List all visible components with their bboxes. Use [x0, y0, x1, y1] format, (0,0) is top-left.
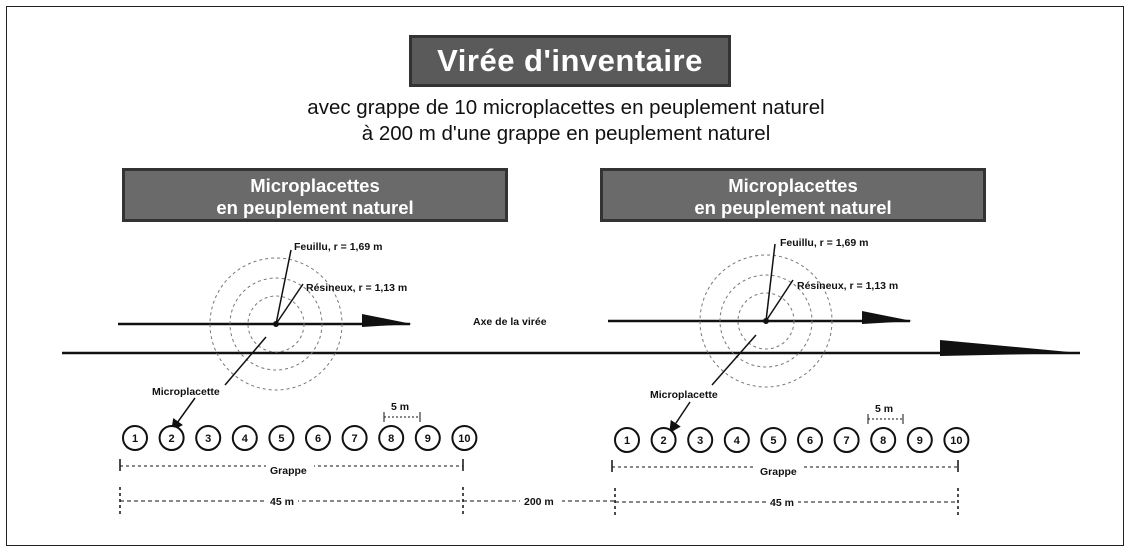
left-distance-label: 45 m — [270, 496, 294, 508]
left-microplacette-pointer-lower — [171, 397, 196, 432]
left-plot-number: 8 — [388, 433, 394, 445]
right-plot-number: 10 — [950, 435, 962, 447]
left-plot-circle — [195, 425, 222, 451]
left-panel-title-line-2: en peuplement naturel — [216, 197, 414, 218]
right-plot-circle — [943, 427, 970, 453]
right-panel-title-line-1: Microplacettes — [728, 175, 858, 196]
left-panel-title: Microplacettes en peuplement naturel — [122, 168, 508, 222]
diagram-frame — [6, 6, 1124, 546]
right-resineux-radius — [765, 279, 794, 322]
right-plot-circle — [614, 427, 640, 453]
left-microplacette-pointer-upper — [224, 336, 267, 386]
right-plot-circle — [870, 427, 897, 453]
right-spacing-label: 5 m — [875, 403, 893, 415]
right-plot-number: 5 — [770, 435, 776, 447]
right-plot-circle-inner — [737, 292, 795, 350]
right-plot-circle — [797, 427, 823, 453]
right-resineux-label: Résineux, r = 1,13 m — [797, 280, 898, 292]
left-plot-number: 7 — [352, 433, 358, 445]
right-secondary-arrowhead — [862, 311, 912, 324]
left-plot-row: 1 2 3 4 5 6 7 8 9 10 — [122, 425, 478, 451]
left-grappe-label: Grappe — [270, 465, 307, 477]
right-feuillu-label: Feuillu, r = 1,69 m — [780, 237, 868, 249]
main-axis-arrowhead — [940, 340, 1080, 356]
left-plot-number: 3 — [205, 433, 211, 445]
right-microplacette-label: Microplacette — [650, 389, 718, 401]
right-plot-circle — [650, 427, 677, 453]
left-plot-circle — [231, 425, 258, 451]
left-plot-circle — [158, 425, 185, 451]
left-microplacette-label: Microplacette — [152, 386, 220, 398]
right-feuillu-radius — [765, 243, 776, 322]
right-plot-number: 6 — [807, 435, 813, 447]
right-plot-number: 4 — [734, 435, 741, 447]
left-plot-circle — [341, 425, 368, 451]
gap-distance-label-bg — [520, 494, 562, 507]
left-plot-number: 10 — [458, 433, 470, 445]
right-plot-circle-outer — [699, 254, 833, 388]
right-microplacette-pointer-upper — [711, 334, 757, 386]
right-grappe-label-bg — [756, 463, 804, 475]
right-plot-circle — [833, 427, 860, 453]
left-plot-number: 6 — [315, 433, 321, 445]
right-panel-title: Microplacettes en peuplement naturel — [600, 168, 986, 222]
left-plot-circle-outer — [209, 257, 343, 391]
left-plot-number: 2 — [169, 433, 175, 445]
left-plot-circle-middle — [229, 277, 323, 371]
right-plot-number: 3 — [697, 435, 703, 447]
right-panel-title-line-2: en peuplement naturel — [694, 197, 892, 218]
left-plot-number: 9 — [425, 433, 431, 445]
left-resineux-radius — [275, 283, 304, 325]
left-plot-circle-inner — [247, 295, 305, 353]
left-grappe-label-bg — [266, 462, 314, 474]
left-panel: Feuillu, r = 1,69 m Résineux, r = 1,13 m… — [118, 241, 478, 514]
left-plot-circle — [451, 425, 478, 451]
gap-distance-label: 200 m — [524, 496, 554, 508]
right-plot-row: 1 2 3 4 5 6 7 8 9 10 — [614, 427, 970, 453]
axis-label: Axe de la virée — [473, 316, 547, 328]
subtitle-line-2: à 200 m d'une grappe en peuplement natur… — [361, 122, 771, 145]
left-feuillu-radius — [275, 249, 292, 325]
right-panel: Feuillu, r = 1,69 m Résineux, r = 1,13 m… — [608, 237, 970, 515]
left-plot-circle — [414, 425, 441, 451]
right-plot-number: 2 — [661, 435, 667, 447]
left-plot-number: 5 — [278, 433, 284, 445]
left-panel-title-line-1: Microplacettes — [250, 175, 380, 196]
left-resineux-label: Résineux, r = 1,13 m — [306, 282, 407, 294]
diagram-title: Virée d'inventaire — [409, 35, 731, 87]
left-plot-number: 1 — [132, 433, 138, 445]
right-microplacette-pointer-lower — [669, 401, 691, 434]
right-plot-circle — [687, 427, 714, 453]
left-plot-number: 4 — [242, 433, 249, 445]
left-plot-circle — [268, 425, 295, 451]
subtitle-line-1: avec grappe de 10 microplacettes en peup… — [307, 96, 825, 119]
right-plot-number: 9 — [917, 435, 923, 447]
right-plot-circle — [723, 427, 750, 453]
right-plot-circle-middle — [719, 274, 813, 368]
right-plot-circle — [760, 427, 787, 453]
right-plot-number: 8 — [880, 435, 886, 447]
left-secondary-arrowhead — [362, 314, 412, 327]
left-spacing-label: 5 m — [391, 401, 409, 413]
left-plot-circle — [305, 425, 331, 451]
right-distance-label: 45 m — [770, 497, 794, 509]
right-grappe-label: Grappe — [760, 466, 797, 478]
right-plot-number: 7 — [844, 435, 850, 447]
right-plot-number: 1 — [624, 435, 630, 447]
right-distance-label-bg — [766, 495, 798, 508]
left-plot-circle — [122, 425, 148, 451]
left-distance-label-bg — [266, 494, 298, 507]
left-plot-circle — [378, 425, 405, 451]
left-feuillu-label: Feuillu, r = 1,69 m — [294, 241, 382, 253]
right-plot-circle — [906, 427, 933, 453]
